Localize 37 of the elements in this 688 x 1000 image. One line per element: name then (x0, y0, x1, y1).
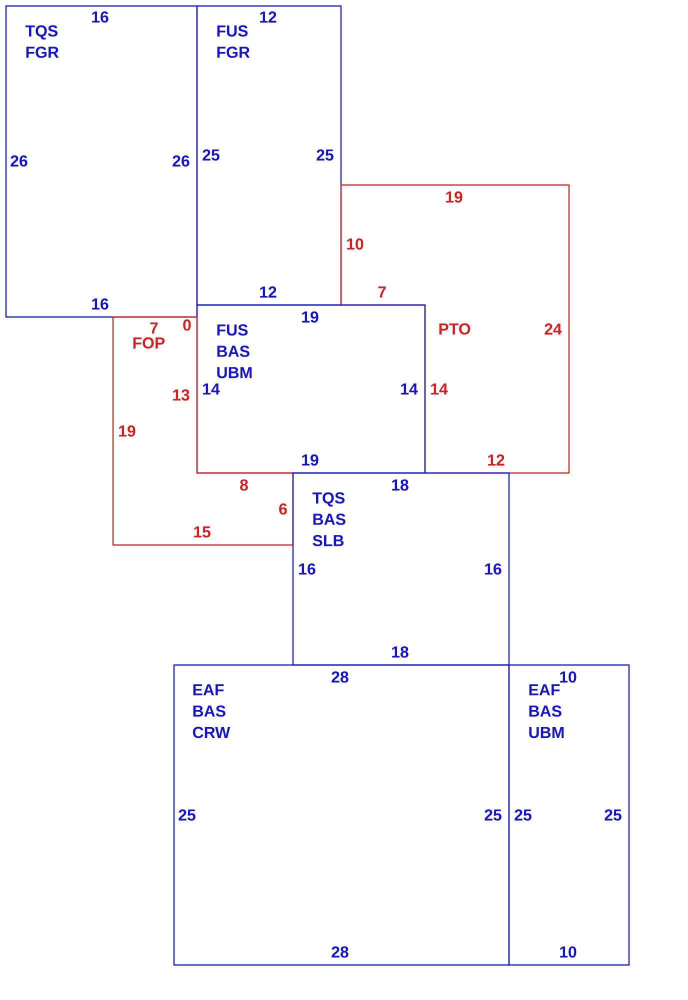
dimension-label: 12 (258, 286, 278, 298)
dimension-label: 25 (177, 808, 197, 822)
dimension-label: 19 (117, 424, 137, 438)
dimension-label: 16 (90, 10, 110, 24)
dimension-label: 12 (486, 454, 506, 466)
dimension-label: 19 (444, 190, 464, 204)
dimension-label: 16 (90, 298, 110, 310)
dimension-label: 14 (429, 382, 449, 396)
dimension-label: 26 (171, 154, 191, 168)
dimension-label: 28 (330, 670, 350, 684)
dimension-label: 19 (300, 310, 320, 324)
dimension-label: 18 (390, 646, 410, 658)
dimension-label: 7 (376, 286, 388, 298)
dimension-label: 10 (345, 238, 365, 250)
dimension-label: 28 (330, 946, 350, 958)
dimension-label: 16 (297, 562, 317, 576)
dimension-label: 0 (182, 318, 192, 332)
dimension-label: 15 (192, 526, 212, 538)
dimension-label: 25 (603, 808, 623, 822)
dimension-label: 10 (558, 670, 578, 684)
dimension-label: 10 (558, 946, 578, 958)
dimension-label: 12 (258, 10, 278, 24)
dimension-label: 13 (171, 388, 191, 402)
dimension-label: 26 (9, 154, 29, 168)
dimension-label: 14 (399, 382, 419, 396)
dimension-label: 18 (390, 478, 410, 492)
dimension-label: 19 (300, 454, 320, 466)
dimension-label: 25 (513, 808, 533, 822)
dimension-label: 25 (315, 148, 335, 162)
dimension-label: 25 (201, 148, 221, 162)
dimension-label: 14 (201, 382, 221, 396)
dimension-label: 8 (238, 478, 250, 492)
dimension-label: 16 (483, 562, 503, 576)
dimension-label: 6 (278, 502, 288, 516)
dimension-label: 7 (148, 322, 160, 334)
dimension-label: 24 (543, 322, 563, 336)
dimension-label: 25 (483, 808, 503, 822)
